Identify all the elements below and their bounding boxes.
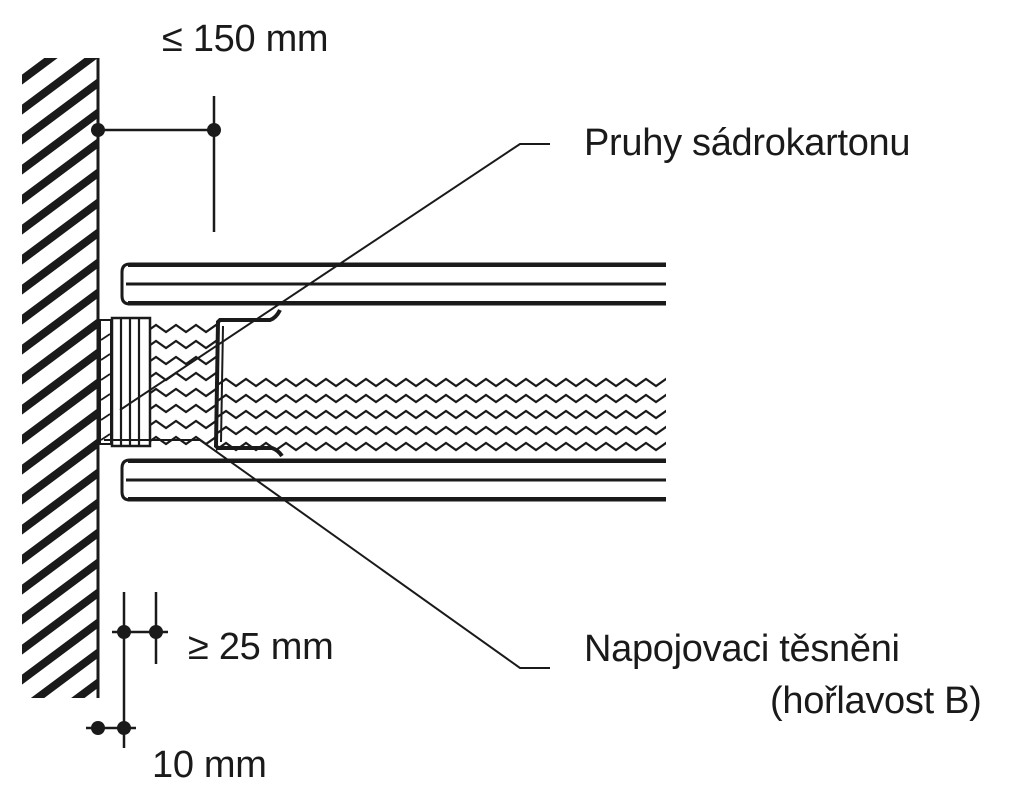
dimension-10 (86, 721, 136, 735)
dimension-10-label: 10 mm (152, 744, 267, 786)
insulation-cavity (216, 377, 666, 452)
gypsum-strips (110, 316, 152, 448)
c-profile-stud (213, 309, 284, 458)
leader-line-seal (104, 439, 550, 669)
dimension-150 (91, 96, 221, 232)
callout-flammability: (hořlavost B) (770, 680, 982, 722)
dimension-150-label: ≤ 150 mm (162, 18, 329, 60)
bottom-gypsum-boards (120, 458, 666, 502)
wall-hatching (22, 58, 100, 698)
dimension-25-label: ≥ 25 mm (188, 626, 334, 668)
callout-gypsum-strips: Pruhy sádrokartonu (584, 122, 911, 164)
connection-seal (99, 319, 112, 445)
callout-connection-seal: Napojovaci těsněni (584, 628, 900, 670)
top-gypsum-boards (120, 262, 666, 306)
leader-line-strips (119, 143, 550, 411)
